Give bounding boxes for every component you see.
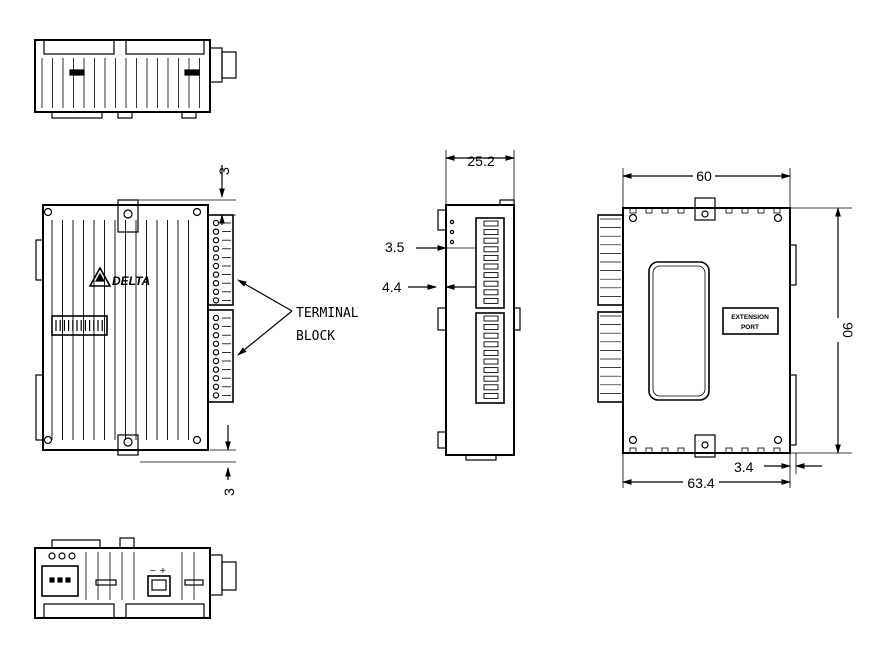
rear-tooth — [773, 447, 781, 454]
terminal-screw — [212, 262, 220, 270]
bottom-plus-sign: + — [160, 566, 166, 577]
rear-tooth — [757, 207, 765, 214]
terminal-label-line1: TERMINAL — [296, 306, 359, 321]
extension-port-label-line2: PORT — [741, 324, 759, 331]
side-slot — [483, 263, 499, 270]
front-view: DELTA 3 3 TERMINAL BLOCK — [35, 165, 359, 496]
rear-tooth — [629, 207, 637, 214]
side-slot — [483, 392, 499, 399]
delta-logo: DELTA — [88, 266, 150, 288]
top-view — [34, 39, 237, 119]
rear-tooth — [725, 447, 733, 454]
side-slot — [483, 315, 499, 322]
terminal-label-line2: BLOCK — [296, 329, 335, 344]
terminal-screw — [212, 297, 220, 304]
terminal-screw — [212, 271, 220, 278]
side-slot — [483, 220, 499, 227]
rj45-port — [147, 575, 171, 597]
terminal-screw — [212, 349, 220, 356]
rear-width-dimension: 60 — [696, 168, 712, 184]
terminal-screw — [212, 340, 220, 347]
top-view-fins — [41, 58, 200, 108]
terminal-screw — [212, 245, 220, 252]
front-bottom-offset-dimension: 3 — [221, 488, 237, 496]
rear-tooth — [757, 447, 765, 454]
side-slot — [483, 367, 499, 374]
terminal-screw — [212, 254, 220, 261]
rear-overall-width-dimension: 63.4 — [687, 475, 714, 491]
terminal-screw — [212, 228, 220, 235]
bottom-view: − + — [34, 537, 237, 619]
rear-tooth — [629, 447, 637, 454]
front-connector — [51, 315, 108, 336]
rear-edge-teeth — [629, 207, 781, 454]
front-connector-pins — [55, 320, 103, 331]
side-slot — [483, 341, 499, 348]
terminal-screw — [212, 280, 220, 287]
side-terminal-slots — [483, 220, 499, 399]
side-pitch-top-dimension: 3.5 — [385, 239, 405, 255]
rear-tooth — [725, 207, 733, 214]
terminal-screw — [212, 219, 220, 227]
terminal-screw — [212, 236, 220, 244]
side-slot — [483, 332, 499, 339]
terminal-screw — [212, 323, 220, 330]
bottom-minus-sign: − — [150, 566, 156, 577]
front-view-fins — [51, 220, 189, 440]
side-width-dimension: 25.2 — [467, 153, 494, 169]
side-slot — [483, 254, 499, 261]
rear-tooth — [741, 447, 749, 454]
power-terminal — [41, 565, 79, 597]
terminal-screw — [212, 357, 220, 365]
front-top-offset-dimension: 3 — [216, 167, 232, 175]
front-terminal-screws — [212, 219, 231, 399]
bottom-view-fins — [85, 552, 195, 600]
rear-tooth — [661, 207, 669, 214]
side-slot — [483, 324, 499, 331]
side-slot — [483, 237, 499, 244]
terminal-screw — [212, 366, 220, 373]
rear-height-dimension: 90 — [840, 322, 856, 338]
side-slot — [483, 229, 499, 236]
rear-tooth — [773, 207, 781, 214]
rear-terminal-marks — [600, 218, 621, 394]
terminal-screw — [212, 314, 220, 322]
rear-tooth — [677, 207, 685, 214]
side-slot — [483, 289, 499, 296]
extension-port-label-line1: EXTENSION — [731, 314, 769, 321]
side-slot — [483, 280, 499, 287]
brand-logo-text: DELTA — [112, 274, 150, 288]
rear-tooth — [661, 447, 669, 454]
side-slot — [483, 384, 499, 391]
rear-rail-offset-dimension: 3.4 — [734, 459, 754, 475]
rear-tooth — [741, 207, 749, 214]
rear-tooth — [645, 447, 653, 454]
side-slot — [483, 375, 499, 382]
terminal-screw — [212, 383, 220, 390]
rear-tooth — [645, 207, 653, 214]
side-slot — [483, 358, 499, 365]
terminal-screw — [212, 392, 220, 399]
side-slot — [483, 349, 499, 356]
side-slot — [483, 246, 499, 253]
rear-tooth — [677, 447, 685, 454]
extension-port-label-box — [722, 307, 779, 335]
side-view: 25.2 3.5 4.4 — [382, 150, 521, 461]
side-slot — [483, 272, 499, 279]
side-slot — [483, 297, 499, 304]
rear-window — [648, 261, 710, 401]
terminal-screw — [212, 375, 220, 382]
side-pitch-mid-dimension: 4.4 — [382, 279, 402, 295]
terminal-screw — [212, 288, 220, 295]
terminal-screw — [212, 332, 220, 339]
rear-view: EXTENSION PORT 60 90 3.4 63.4 — [597, 167, 856, 491]
